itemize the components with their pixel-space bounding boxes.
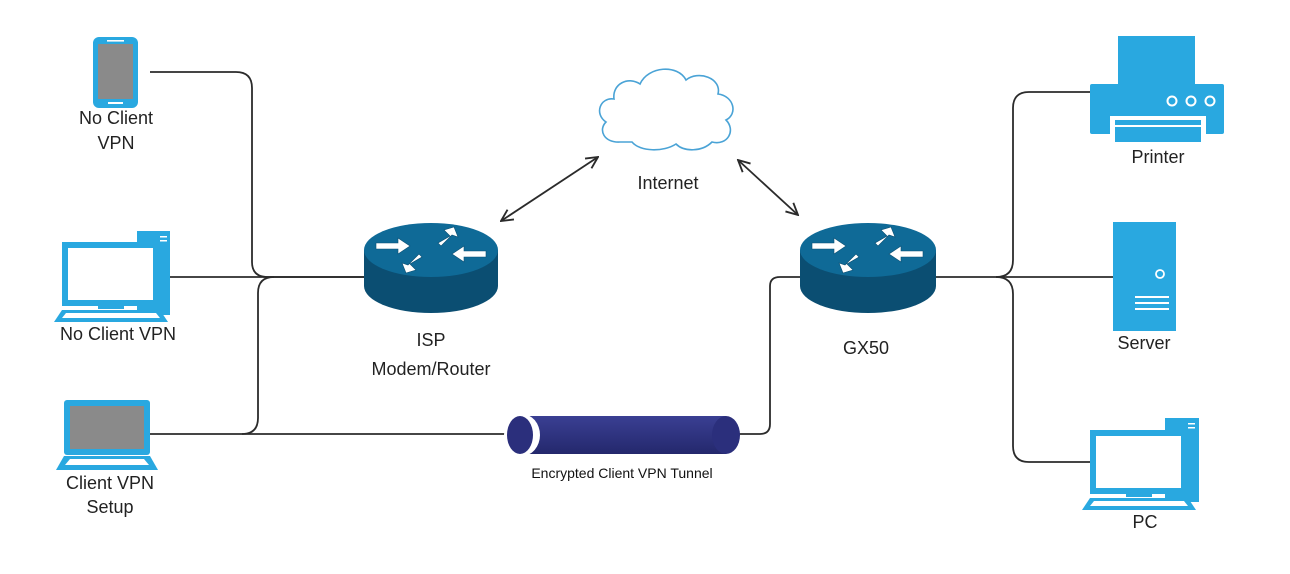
desktop-computer-icon [54, 231, 170, 322]
vpn-tunnel-icon [504, 414, 740, 456]
router-icon [800, 223, 936, 313]
connection-lines [150, 71, 1113, 463]
pc-label: PC [1132, 512, 1157, 532]
server-label: Server [1117, 333, 1170, 353]
router-icon [364, 223, 498, 313]
link-gx50-pc [995, 276, 1090, 463]
printer-label: Printer [1131, 147, 1184, 167]
link-phone-isp [150, 71, 364, 278]
server-tower-icon [1113, 222, 1176, 331]
laptop-icon [56, 400, 158, 470]
smartphone-icon [93, 37, 138, 108]
arrow-internet-gx50 [738, 160, 798, 215]
desktop-computer-icon [1082, 418, 1199, 510]
laptop-label-line1: Client VPN [66, 473, 154, 493]
link-gx50-printer [936, 91, 1090, 278]
phone-label-line1: No Client [79, 108, 153, 128]
laptop-label-line2: Setup [86, 497, 133, 517]
arrow-isp-internet [501, 157, 598, 221]
desktop-left-label: No Client VPN [60, 324, 176, 344]
link-tunnel-gx50 [738, 276, 800, 435]
phone-label-line2: VPN [97, 133, 134, 153]
cloud-icon [598, 68, 734, 151]
isp-label-line2: Modem/Router [371, 359, 490, 379]
internet-label: Internet [637, 173, 698, 193]
tunnel-label: Encrypted Client VPN Tunnel [531, 465, 712, 481]
isp-label-line1: ISP [416, 330, 445, 350]
gx50-label: GX50 [843, 338, 889, 358]
printer-icon [1090, 36, 1224, 146]
